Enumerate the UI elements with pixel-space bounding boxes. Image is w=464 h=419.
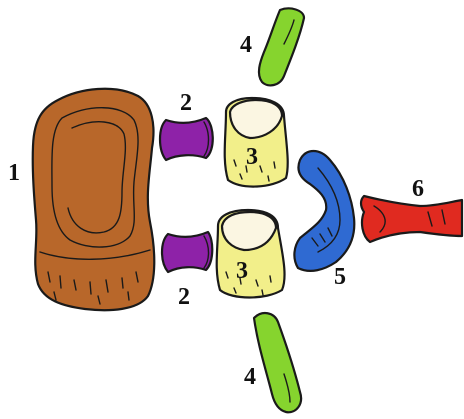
part-3-top-yellow-cylinder — [225, 98, 288, 187]
label-part-3-top: 3 — [246, 144, 258, 170]
part-5-blue-angle — [294, 151, 354, 271]
part-6-shape — [361, 196, 462, 242]
label-part-3-bottom: 3 — [236, 258, 248, 284]
label-part-4-top: 4 — [240, 32, 252, 58]
part-4-bottom-shape — [254, 313, 301, 412]
label-part-2-top: 2 — [180, 90, 192, 116]
part-4-top-shape — [259, 8, 304, 85]
part-2-top-purple-spool — [160, 118, 213, 160]
label-part-2-bottom: 2 — [178, 284, 190, 310]
part-6-red-shaft — [361, 196, 462, 242]
part-4-top-green-rod — [259, 8, 304, 85]
part-5-shape — [294, 151, 354, 271]
part-1-brown-block — [33, 89, 155, 310]
part-3-bottom-yellow-cylinder — [217, 210, 285, 298]
part-2-bottom-purple-spool — [162, 232, 212, 272]
label-part-6: 6 — [412, 176, 424, 202]
label-part-1: 1 — [8, 160, 20, 186]
part-4-bottom-green-rod — [254, 313, 301, 412]
label-part-4-bottom: 4 — [244, 364, 256, 390]
label-part-5: 5 — [334, 264, 346, 290]
